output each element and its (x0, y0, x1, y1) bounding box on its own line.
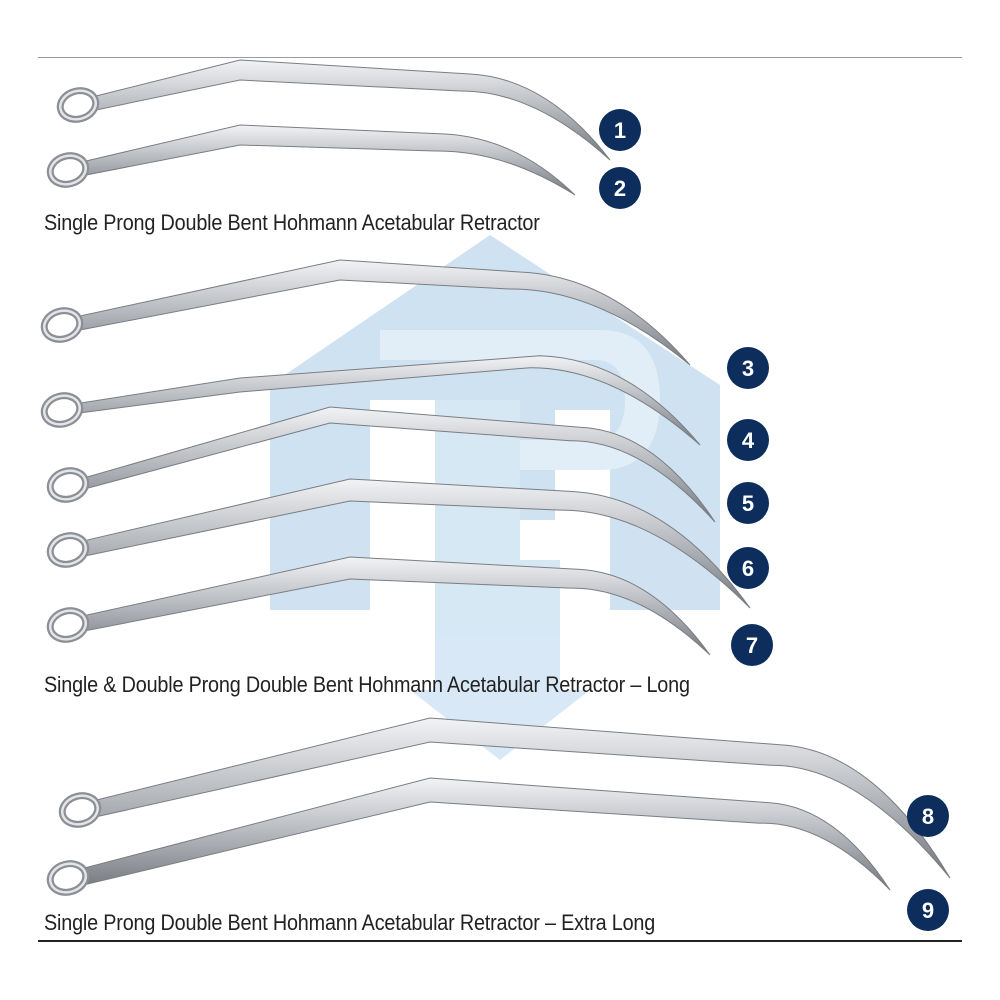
finger-ring-highlight (48, 609, 88, 641)
finger-ring (46, 532, 90, 568)
retractor-shaft (79, 259, 691, 366)
badge-number: 9 (922, 898, 934, 923)
badge-circle (727, 419, 769, 461)
retractor-shaft (85, 556, 711, 656)
finger-ring (56, 87, 100, 123)
number-badge-1: 1 (599, 109, 641, 151)
badge-number: 5 (742, 491, 754, 516)
badge-circle (907, 889, 949, 931)
badge-circle (727, 482, 769, 524)
number-badge-2: 2 (599, 167, 641, 209)
top-divider (38, 57, 962, 58)
retractor-3 (40, 259, 691, 366)
instrument-group (40, 59, 951, 896)
badge-circle (599, 167, 641, 209)
retractor-7 (46, 556, 711, 656)
bottom-divider (38, 940, 962, 942)
retractor-shaft (85, 124, 576, 196)
section-3-caption: Single Prong Double Bent Hohmann Acetabu… (44, 910, 656, 935)
finger-ring-highlight (48, 469, 88, 501)
retractor-shaft (85, 406, 716, 523)
badge-number: 4 (742, 428, 755, 453)
number-badge-6: 6 (727, 547, 769, 589)
retractor-shaft (85, 478, 751, 609)
number-badge-4: 4 (727, 419, 769, 461)
finger-ring (46, 467, 90, 503)
retractor-4 (40, 355, 701, 446)
finger-ring-highlight (48, 154, 88, 186)
number-badge-3: 3 (727, 347, 769, 389)
finger-ring (46, 152, 90, 188)
finger-ring (46, 860, 90, 896)
badge-circle (599, 109, 641, 151)
finger-ring-highlight (60, 794, 100, 826)
section-1-caption: Single Prong Double Bent Hohmann Acetabu… (44, 210, 540, 235)
finger-ring (40, 392, 84, 428)
finger-ring-highlight (48, 862, 88, 894)
retractor-shaft (79, 355, 701, 446)
retractor-shaft (97, 717, 951, 879)
badge-circle (907, 795, 949, 837)
finger-ring-highlight (42, 309, 82, 341)
badge-circle (727, 547, 769, 589)
badge-number: 7 (746, 633, 758, 658)
number-badge-7: 7 (731, 624, 773, 666)
retractor-shaft (85, 777, 891, 891)
retractor-6 (46, 478, 751, 609)
number-badge-5: 5 (727, 482, 769, 524)
finger-ring (46, 607, 90, 643)
finger-ring (58, 792, 102, 828)
retractor-2 (46, 124, 576, 196)
finger-ring-highlight (42, 394, 82, 426)
badge-circle (727, 347, 769, 389)
retractor-9 (46, 777, 891, 896)
finger-ring-highlight (58, 89, 98, 121)
finger-ring-highlight (48, 534, 88, 566)
badge-circle (731, 624, 773, 666)
number-badge-8: 8 (907, 795, 949, 837)
badge-number: 3 (742, 356, 754, 381)
badge-number: 1 (614, 118, 626, 143)
retractor-1 (56, 59, 611, 161)
finger-ring (40, 307, 84, 343)
retractor-5 (46, 406, 716, 523)
badge-number: 8 (922, 804, 934, 829)
section-2-caption: Single & Double Prong Double Bent Hohman… (44, 672, 690, 697)
badge-number: 2 (614, 176, 626, 201)
badge-number: 6 (742, 556, 754, 581)
badge-group: 1 2 3 4 5 6 7 8 9 (599, 109, 949, 931)
number-badge-9: 9 (907, 889, 949, 931)
retractor-8 (58, 717, 951, 879)
retractor-shaft (95, 59, 611, 161)
